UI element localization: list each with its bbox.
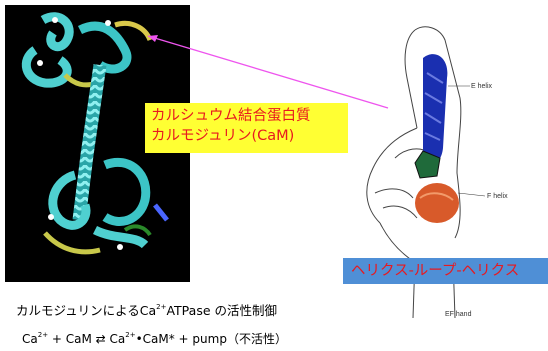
ef-hand-title: EF hand <box>445 311 472 318</box>
label-line-2: カルモジュリン(CaM) <box>151 126 343 146</box>
c-lobe-helices <box>45 162 167 251</box>
eq-part-1: Ca <box>22 332 38 346</box>
caption-prefix: カルモジュリンによるCa <box>16 303 156 318</box>
e-helix-label: E helix <box>471 83 493 90</box>
f-helix-shape <box>415 183 459 223</box>
e-helix-shape <box>423 54 447 163</box>
n-lobe-helices <box>26 17 150 85</box>
f-helix-label: F helix <box>487 193 508 200</box>
eq-sup-2: 2+ <box>125 331 135 339</box>
caption-suffix: ATPase の活性制御 <box>166 303 277 318</box>
eq-sup-1: 2+ <box>38 331 48 339</box>
label-line-1: カルシュウム結合蛋白質 <box>151 106 343 126</box>
eq-part-3: •CaM* + pump（不活性） <box>136 332 287 346</box>
helix-loop-helix-banner: ヘリクス-ループ-ヘリクス <box>343 258 548 284</box>
caption: カルモジュリンによるCa2+ATPase の活性制御 <box>16 300 277 319</box>
calmodulin-label-box: カルシュウム結合蛋白質 カルモジュリン(CaM) <box>145 103 348 153</box>
ef-hand-illustration: E helix F helix EF hand <box>345 18 545 351</box>
reaction-equation: Ca2+ + CaM ⇄ Ca2+•CaM* + pump（不活性） <box>22 330 287 347</box>
caption-sup: 2+ <box>156 303 166 311</box>
central-helix <box>79 65 100 220</box>
eq-part-2: + CaM ⇄ Ca <box>48 332 125 346</box>
